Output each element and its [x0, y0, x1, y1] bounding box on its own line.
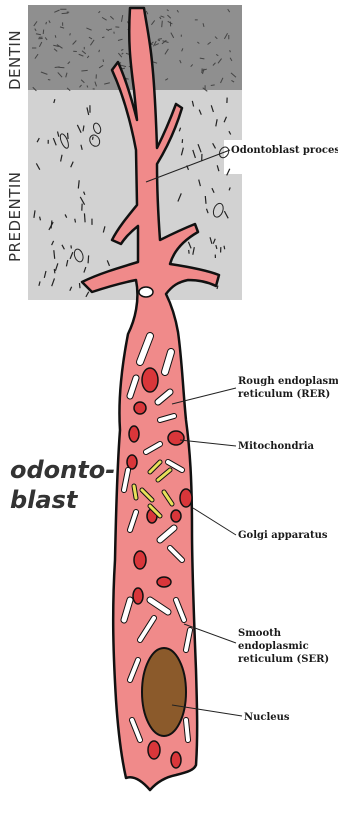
mitochondrion — [133, 588, 143, 604]
predentin-dash — [51, 220, 52, 228]
predentin-dash — [224, 246, 225, 249]
er-tubule — [186, 720, 188, 740]
leader-golgi — [193, 508, 236, 535]
dentin-speckle — [70, 33, 71, 35]
dentin-speckle — [158, 39, 161, 40]
label-odontoblast-process: Odontoblast process — [231, 145, 338, 156]
label-ser-line2: endoplasmic — [238, 641, 309, 652]
predentin-dash — [54, 269, 55, 273]
predentin-dash — [88, 255, 89, 263]
dentin-speckle — [62, 13, 69, 14]
mitochondrion — [168, 431, 184, 445]
golgi-cisterna — [134, 486, 136, 498]
mitochondrion — [134, 402, 146, 414]
label-mitochondria: Mitochondria — [238, 441, 315, 452]
mitochondrion — [171, 752, 181, 768]
dentin-speckle — [102, 37, 104, 38]
predentin-dash — [205, 196, 206, 204]
label-rer-line2: reticulum (RER) — [238, 389, 330, 400]
mitochondrion — [148, 741, 160, 759]
predentin-dash — [68, 133, 69, 139]
mitochondrion — [171, 510, 181, 522]
dentin-speckle — [162, 21, 163, 27]
mitochondrion — [134, 551, 146, 569]
dentin-speckle — [99, 50, 100, 52]
nucleus — [142, 648, 186, 736]
mitochondrion — [127, 455, 137, 469]
dentin-speckle — [46, 22, 47, 24]
cell-title-line1: odonto- — [10, 456, 115, 484]
label-ser-line1: Smooth — [238, 628, 282, 639]
dentin-speckle — [81, 70, 87, 71]
predentin-label: PREDENTIN — [6, 171, 24, 262]
process-vacuole — [139, 287, 153, 297]
mitochondrion — [129, 426, 139, 442]
dentin-speckle — [211, 85, 215, 86]
dentin-speckle — [48, 79, 50, 80]
dentin-speckle — [55, 67, 60, 68]
label-golgi: Golgi apparatus — [238, 530, 328, 541]
predentin-dash — [84, 213, 85, 222]
mitochondrion — [157, 577, 171, 587]
dentin-speckle — [230, 50, 231, 52]
predentin-dash — [93, 137, 94, 140]
predentin-dash — [79, 283, 80, 288]
label-nucleus: Nucleus — [244, 712, 290, 723]
mitochondrion — [142, 368, 158, 392]
mitochondrion — [180, 489, 192, 507]
dentin-label: DENTIN — [6, 30, 24, 90]
cell-title-line2: blast — [10, 486, 79, 514]
predentin-dash — [75, 219, 76, 223]
label-ser-line3: reticulum (SER) — [238, 654, 329, 665]
dentin-speckle — [55, 35, 56, 37]
label-rer-line1: Rough endoplasmic — [238, 376, 338, 387]
